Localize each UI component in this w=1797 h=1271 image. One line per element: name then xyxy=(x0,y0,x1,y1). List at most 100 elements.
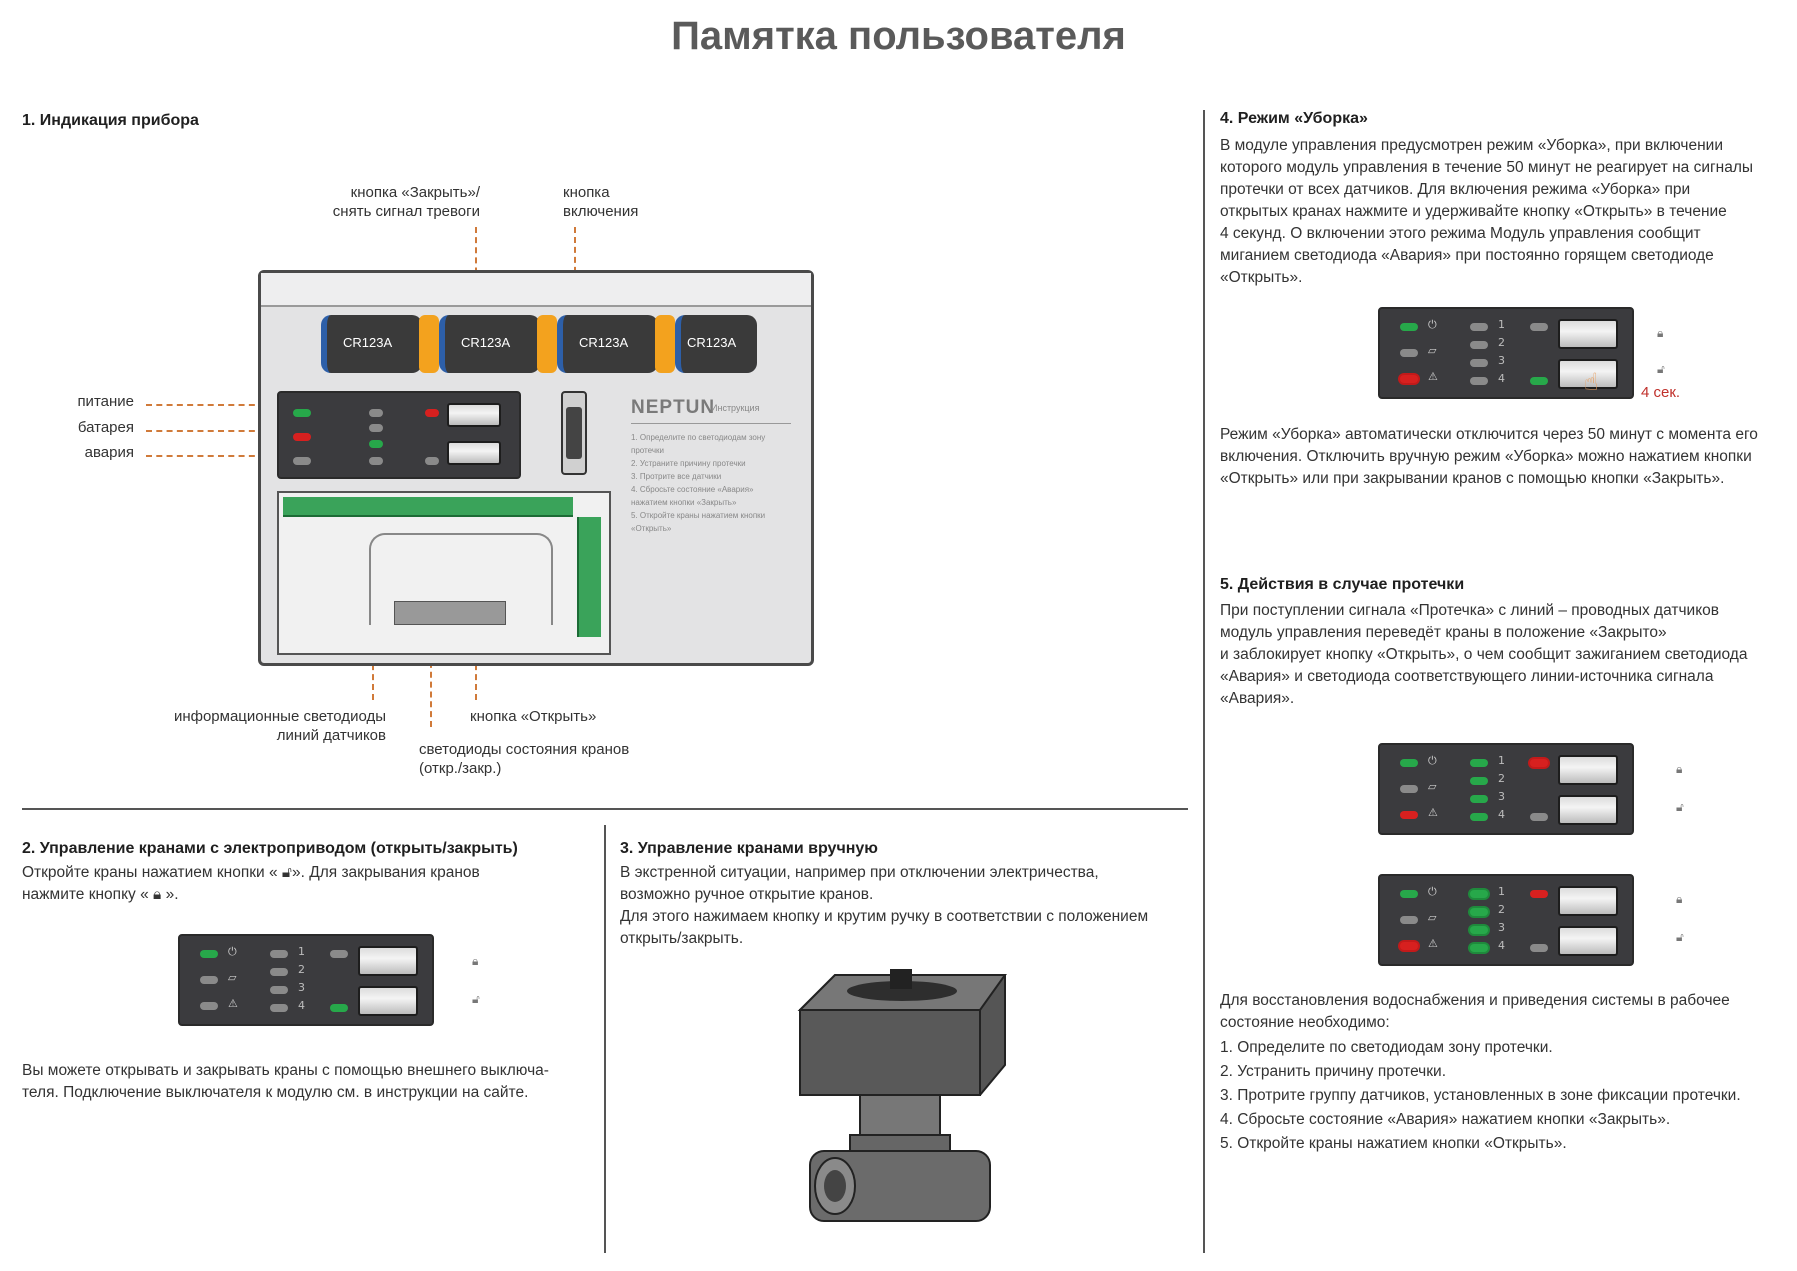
warning-icon: ⚠ xyxy=(1428,937,1438,950)
terminal-compartment xyxy=(277,491,611,655)
lock-icon: 🔒︎ xyxy=(153,886,162,903)
valve-open-led xyxy=(425,457,439,465)
power-icon: ⏻ xyxy=(228,945,237,958)
text-line: протечки от всех датчиков. Для включения… xyxy=(1220,181,1691,198)
section-5-text: При поступлении сигнала «Протечка» с лин… xyxy=(1220,600,1780,710)
device-instructions: 1. Определите по светодиодам зону протеч… xyxy=(631,431,791,535)
valve-closed-led xyxy=(1530,323,1548,331)
text-line: «Авария». xyxy=(1220,690,1295,707)
valve-open-led xyxy=(1530,944,1548,952)
line-label: 1 xyxy=(298,945,305,958)
alarm-led xyxy=(1400,375,1418,383)
step-item: 4. Сбросьте состояние «Авария» нажатием … xyxy=(1220,1111,1671,1128)
valve-open-led xyxy=(330,1004,348,1012)
text-line: Вы можете открывать и закрывать краны с … xyxy=(22,1062,549,1079)
line-label: 2 xyxy=(298,963,305,976)
section-4-heading: 4. Режим «Уборка» xyxy=(1220,110,1368,127)
line-label: 3 xyxy=(1498,354,1505,367)
open-button[interactable] xyxy=(1558,359,1618,389)
line-led-1 xyxy=(1470,323,1488,331)
warning-icon: ⚠ xyxy=(1428,370,1438,383)
line-label: 1 xyxy=(1498,318,1505,331)
section-3-text: В экстренной ситуации, например при откл… xyxy=(620,862,1190,950)
section-2-heading: 2. Управление кранами с электроприводом … xyxy=(22,840,518,857)
horizontal-divider xyxy=(22,808,1188,810)
text-part: ». Для закрывания кранов xyxy=(291,864,480,881)
line-led-3 xyxy=(1470,359,1488,367)
label-power: питание xyxy=(77,393,134,410)
line-label: 3 xyxy=(298,981,305,994)
leader-line xyxy=(146,455,296,457)
leader-line xyxy=(146,404,296,406)
battery: CR123A xyxy=(439,315,540,373)
instruction-line: 1. Определите по светодиодам зону протеч… xyxy=(631,433,766,455)
battery-label: CR123A xyxy=(343,335,393,350)
line-led-4 xyxy=(369,457,383,465)
unlock-icon: 🔓︎ xyxy=(1657,362,1665,376)
line-led-4 xyxy=(270,1004,288,1012)
instruction-line: 3. Протрите все датчики xyxy=(631,472,722,481)
battery-icon: ▱ xyxy=(228,971,237,984)
line-label: 4 xyxy=(1498,808,1505,821)
text-line: В экстренной ситуации, например при откл… xyxy=(620,864,1099,881)
power-led xyxy=(293,409,311,417)
terminal-block-side xyxy=(577,517,601,637)
battery-led xyxy=(1400,349,1418,357)
unlock-icon: 🔓︎ xyxy=(281,864,292,881)
line-led-2 xyxy=(1470,777,1488,785)
open-button[interactable] xyxy=(1558,795,1618,825)
close-button[interactable] xyxy=(1558,319,1618,349)
instruction-line: 2. Устраните причину протечки xyxy=(631,459,746,468)
label-sensor-leds: информационные светодиоды линий датчиков xyxy=(150,707,386,745)
text-line: открыть/закрыть. xyxy=(620,930,744,947)
close-button[interactable] xyxy=(1558,755,1618,785)
battery-led xyxy=(200,976,218,984)
cable-clamp xyxy=(394,601,506,625)
close-button[interactable] xyxy=(358,946,418,976)
open-button[interactable] xyxy=(358,986,418,1016)
battery: CR123A xyxy=(675,315,757,373)
battery-icon: ▱ xyxy=(1428,344,1437,357)
open-button[interactable] xyxy=(1558,926,1618,956)
vertical-divider xyxy=(1203,110,1205,1253)
close-button[interactable] xyxy=(1558,886,1618,916)
device-module: CR123A CR123A CR123A CR123A NEPTUN Инстр… xyxy=(258,270,814,666)
label-open-button: кнопка «Открыть» xyxy=(470,708,597,725)
step-item: 3. Протрите группу датчиков, установленн… xyxy=(1220,1087,1741,1104)
section-4-text: В модуле управления предусмотрен режим «… xyxy=(1220,135,1780,289)
text-line: включения. Отключить вручную режим «Убор… xyxy=(1220,448,1752,465)
close-button[interactable] xyxy=(447,403,501,427)
line-led-3 xyxy=(1470,926,1488,934)
device-top-strip xyxy=(261,273,811,307)
line-led-2 xyxy=(270,968,288,976)
power-led xyxy=(1400,890,1418,898)
leader-line xyxy=(146,430,296,432)
instruction-line: 5. Откройте краны нажатием кнопки «Откры… xyxy=(631,511,766,533)
brand-logo: NEPTUN xyxy=(631,397,716,418)
page-title: Памятка пользователя xyxy=(671,14,1126,58)
line-led-1 xyxy=(369,409,383,417)
section-5-recovery: Для восстановления водоснабжения и приве… xyxy=(1220,990,1780,1034)
open-button[interactable] xyxy=(447,441,501,465)
step-item: 5. Откройте краны нажатием кнопки «Откры… xyxy=(1220,1135,1567,1152)
line-label: 3 xyxy=(1498,790,1505,803)
alarm-led xyxy=(1400,942,1418,950)
unlock-icon: 🔓︎ xyxy=(472,992,480,1006)
terminal-block xyxy=(283,497,573,517)
text-line: «Открыть». xyxy=(1220,269,1303,286)
valve-open-led xyxy=(1530,813,1548,821)
warning-icon: ⚠ xyxy=(1428,806,1438,819)
section-2-note: Вы можете открывать и закрывать краны с … xyxy=(22,1060,582,1104)
unlock-icon: 🔓︎ xyxy=(1676,800,1684,814)
label-battery: батарея xyxy=(77,419,134,436)
label-close-button: кнопка «Закрыть»/ снять сигнал тревоги xyxy=(300,183,480,221)
text-line: открытых кранах нажмите и удерживайте кн… xyxy=(1220,203,1727,220)
line-led-2 xyxy=(1470,908,1488,916)
label-line: линий датчиков xyxy=(276,727,386,744)
power-switch[interactable] xyxy=(561,391,587,475)
line-label: 2 xyxy=(1498,903,1505,916)
line-led-3 xyxy=(369,440,383,448)
instruction-line: 4. Сбросьте состояние «Авария» нажатием … xyxy=(631,485,754,507)
label-valve-leds: светодиоды состояния кранов (откр./закр.… xyxy=(419,740,629,778)
warning-icon: ⚠ xyxy=(228,997,238,1010)
